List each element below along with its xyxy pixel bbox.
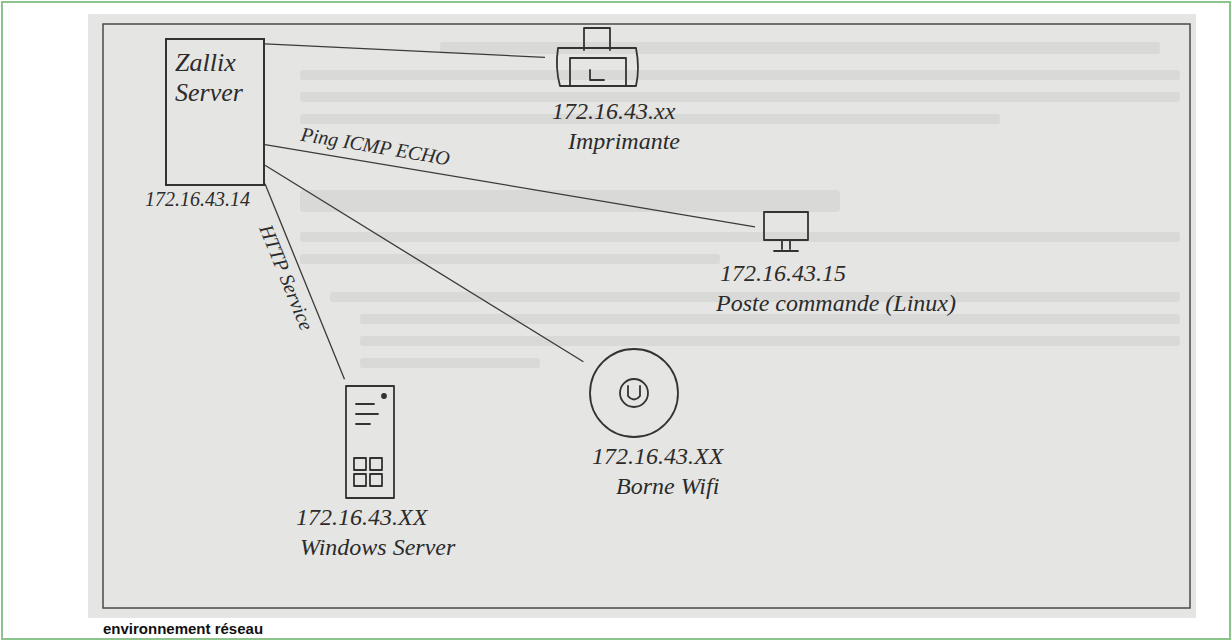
- tower-icon: [340, 382, 400, 502]
- network-link: [265, 184, 345, 379]
- link-label: HTTP Service: [254, 221, 318, 334]
- network-link: [265, 165, 583, 361]
- device-node: 172.16.43.xxImprimante: [548, 24, 680, 156]
- wifi-icon: [586, 345, 682, 441]
- network-link: [265, 145, 755, 227]
- page-note: environnement réseau: [103, 620, 263, 637]
- photo-border: [103, 24, 1190, 608]
- ip-address: 172.16.43.14: [145, 188, 250, 211]
- server-box: Zallix Server172.16.43.14: [165, 38, 265, 186]
- device-node: 172.16.43.15Poste commande (Linux): [716, 206, 956, 318]
- device-name: Poste commande (Linux): [716, 288, 956, 318]
- network-link: [265, 44, 545, 58]
- link-label: Ping ICMP ECHO: [299, 123, 451, 171]
- monitor-icon: [758, 206, 814, 258]
- device-name: Borne Wifi: [586, 471, 723, 501]
- device-name: Imprimante: [548, 126, 680, 156]
- ip-address: 172.16.43.XX: [292, 502, 455, 532]
- paper-sheet: [88, 14, 1196, 618]
- node-name: Zallix Server: [175, 48, 255, 108]
- printer-icon: [548, 24, 648, 96]
- device-node: 172.16.43.XXWindows Server: [292, 382, 455, 562]
- ip-address: 172.16.43.XX: [586, 441, 723, 471]
- faint-print: [300, 42, 1180, 368]
- device-node: 172.16.43.XXBorne Wifi: [586, 345, 723, 501]
- device-name: Windows Server: [292, 532, 455, 562]
- ip-address: 172.16.43.xx: [548, 96, 680, 126]
- ip-address: 172.16.43.15: [716, 258, 956, 288]
